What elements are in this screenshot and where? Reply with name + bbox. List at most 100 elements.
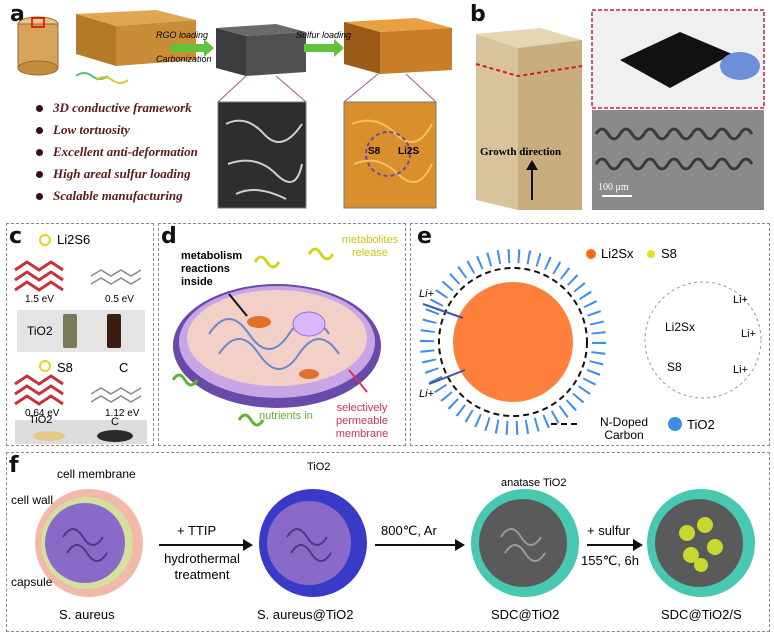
sdc-pores xyxy=(500,528,546,562)
panel-a: a RGO loading Carbonization xyxy=(6,4,468,216)
panel-label-c: c xyxy=(9,224,23,249)
n-doped-carbon-ring xyxy=(438,267,588,417)
membrane-label: selectively permeable membrane xyxy=(335,402,389,440)
glove-tweezer xyxy=(720,52,760,80)
panel-label-d: d xyxy=(161,224,177,249)
carbon-sheet xyxy=(620,32,732,88)
carbon-block-front xyxy=(216,28,246,76)
sulfur-block-side xyxy=(380,28,452,74)
metabolite-wave-2 xyxy=(253,255,281,269)
zoom-line-4 xyxy=(405,73,437,103)
li-plus-label-2: Li+ xyxy=(419,388,434,400)
li2sx-legend-label: Li2Sx xyxy=(601,246,634,261)
tio2-lattice-top xyxy=(14,260,64,292)
li2s-conversion-loop xyxy=(365,131,411,177)
arrow2-top-label: Sulfur loading xyxy=(296,30,352,40)
sulfur-particle-1 xyxy=(679,525,695,541)
organelle-1 xyxy=(247,316,271,328)
zoom-line-2 xyxy=(275,75,307,103)
tio2-label-f: TiO2 xyxy=(307,461,331,473)
panel-d: d metabolism reactions inside metabolite… xyxy=(158,223,406,446)
panel-label-f: f xyxy=(9,453,19,478)
c-disk xyxy=(97,430,133,442)
process-arrow-2 xyxy=(304,39,344,57)
disk-c-label: C xyxy=(111,416,119,428)
disk-tio2-label: TiO2 xyxy=(29,414,53,426)
sulfur-block-front xyxy=(344,22,380,74)
s8-molecule-icon xyxy=(39,360,51,372)
metabolite-wave-1 xyxy=(307,247,335,261)
tio2-coated-inner xyxy=(267,501,351,585)
panel-e: e Li2Sx S8 Li+ Li+ Li2Sx S8 Li+ Li+ Li+ … xyxy=(410,223,770,446)
carbon-channels xyxy=(225,119,303,200)
wavy-line-yellow xyxy=(95,76,129,84)
legend-s8-dot xyxy=(647,250,655,258)
tio2-disk xyxy=(33,431,65,441)
arrow1-bottom-label: Carbonization xyxy=(156,54,212,64)
panel-label-e: e xyxy=(417,224,432,249)
wood-block-front xyxy=(76,14,116,66)
carbon-lattice-top xyxy=(90,269,142,285)
growth-direction-label: Growth direction xyxy=(480,146,562,158)
zoom-circle xyxy=(644,281,762,399)
synthesis-steps xyxy=(35,489,755,597)
li-plus-zoom-2: Li+ xyxy=(741,328,756,340)
bullet-5: Scalable manufacturing xyxy=(36,188,183,204)
wood-block-top xyxy=(76,10,196,26)
sdc-tio2-diagram xyxy=(420,249,762,435)
vial-tio2 xyxy=(63,314,77,348)
li-plus-label-1: Li+ xyxy=(419,288,434,300)
cell-diagram xyxy=(171,247,381,427)
energy-4: 1.12 eV xyxy=(105,408,140,419)
bullet-1-text: 3D conductive framework xyxy=(53,100,192,115)
adsorption-models xyxy=(14,234,147,444)
sem-pores xyxy=(594,127,754,171)
panel-c: c Li2S6 1.5 eV 0.5 eV TiO2 S8 C 0.64 eV … xyxy=(6,223,154,446)
step1-top-label: + TTIP xyxy=(177,523,217,538)
sulfur-core xyxy=(453,282,573,402)
s8-label-c: S8 xyxy=(57,360,73,375)
s8-legend-label: S8 xyxy=(661,246,677,261)
bullet-dot xyxy=(36,170,43,178)
cut-line xyxy=(475,63,583,78)
legend-tio2-dot xyxy=(668,417,682,431)
li2s6-molecule-icon xyxy=(39,234,51,246)
li2sx-zoom-label: Li2Sx xyxy=(665,320,696,334)
sulfur-particle-4 xyxy=(683,547,699,563)
bullet-2: Low tortuosity xyxy=(36,122,130,138)
legend-li2sx-dot xyxy=(586,249,596,259)
s-aureus-membrane xyxy=(45,503,125,583)
bullet-dot xyxy=(36,192,43,200)
energy-2: 0.5 eV xyxy=(105,294,134,305)
log-bottom xyxy=(17,60,59,76)
carbon-lattice-bottom xyxy=(90,387,142,403)
wavy-line-green xyxy=(75,72,109,80)
s-aureus-tio2-label: S. aureus@TiO2 xyxy=(257,607,354,622)
cell-interior xyxy=(187,290,367,386)
wood-process-illustration xyxy=(17,10,452,209)
step2-label: 800℃, Ar xyxy=(381,523,437,538)
sulfur-zoom-frame xyxy=(343,101,437,209)
sulfur-particle-5 xyxy=(694,558,708,572)
panel-label-b: b xyxy=(470,4,486,27)
bullet-1: 3D conductive framework xyxy=(36,100,192,116)
arrow1-top-label: RGO loading xyxy=(156,30,209,40)
c-label-c: C xyxy=(119,360,129,375)
anatase-label: anatase TiO2 xyxy=(501,477,567,489)
tio2-lattice-bottom xyxy=(14,374,64,406)
zoom-line-3 xyxy=(343,73,379,103)
sdc-tio2-s-label: SDC@TiO2/S xyxy=(661,607,742,622)
scalebar-label: 100 μm xyxy=(598,182,629,193)
panel-f: f cell membrane cell wall capsule S. xyxy=(6,452,770,632)
vacuole xyxy=(292,311,326,337)
bullet-5-text: Scalable manufacturing xyxy=(53,188,183,203)
tio2-coated-dna xyxy=(286,528,332,562)
wood-block-left-b xyxy=(476,34,518,210)
step-arrowhead-2 xyxy=(455,539,465,551)
wood-photo-illustration xyxy=(475,9,765,210)
cell-membrane-label: cell membrane xyxy=(57,467,136,481)
vial-tio2-label: TiO2 xyxy=(27,324,53,338)
carbon-block-top xyxy=(216,24,306,36)
wood-block-right-b xyxy=(518,40,582,210)
li-plus-zoom-1: Li+ xyxy=(733,294,748,306)
